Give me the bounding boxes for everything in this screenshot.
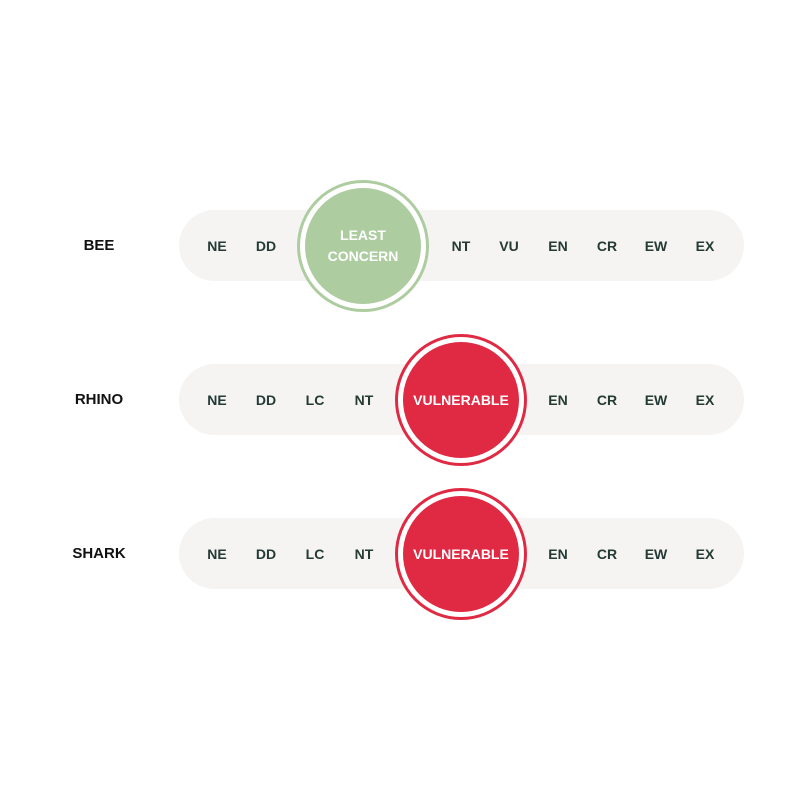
status-code: EX bbox=[695, 392, 715, 408]
current-status-marker: VULNERABLE bbox=[395, 334, 527, 466]
status-code: NT bbox=[451, 238, 471, 254]
current-status-label: VULNERABLE bbox=[413, 545, 509, 562]
status-code: CR bbox=[596, 238, 618, 254]
status-code: NE bbox=[207, 546, 227, 562]
status-code: EN bbox=[548, 238, 568, 254]
animal-name: RHINO bbox=[74, 391, 124, 408]
status-code: EN bbox=[548, 546, 568, 562]
status-code: DD bbox=[255, 546, 277, 562]
status-code: EX bbox=[695, 546, 715, 562]
animal-name: SHARK bbox=[72, 545, 126, 562]
status-row-bee: BEE NE DD NT VU EN CR EW EX LEAST CONCER… bbox=[0, 168, 800, 322]
current-status-fill: VULNERABLE bbox=[403, 342, 519, 458]
current-status-fill: VULNERABLE bbox=[403, 496, 519, 612]
status-row-shark: SHARK NE DD LC NT EN CR EW EX VULNERABLE bbox=[0, 476, 800, 630]
status-code: LC bbox=[305, 392, 325, 408]
current-status-marker: VULNERABLE bbox=[395, 488, 527, 620]
status-code: VU bbox=[499, 238, 519, 254]
animal-name: BEE bbox=[83, 237, 115, 254]
status-code: NT bbox=[354, 392, 374, 408]
status-code: CR bbox=[596, 546, 618, 562]
status-code: NE bbox=[207, 238, 227, 254]
status-code: EW bbox=[644, 546, 668, 562]
status-code: CR bbox=[596, 392, 618, 408]
status-code: EW bbox=[644, 392, 668, 408]
status-code: DD bbox=[255, 392, 277, 408]
status-scale-track bbox=[179, 210, 744, 281]
status-code: EN bbox=[548, 392, 568, 408]
current-status-label: LEAST CONCERN bbox=[327, 227, 399, 264]
status-code: EW bbox=[644, 238, 668, 254]
status-code: NE bbox=[207, 392, 227, 408]
current-status-fill: LEAST CONCERN bbox=[305, 188, 421, 304]
status-row-rhino: RHINO NE DD LC NT EN CR EW EX VULNERABLE bbox=[0, 322, 800, 476]
status-code: NT bbox=[354, 546, 374, 562]
current-status-marker: LEAST CONCERN bbox=[297, 180, 429, 312]
status-code: DD bbox=[255, 238, 277, 254]
current-status-label: VULNERABLE bbox=[413, 391, 509, 408]
status-code: EX bbox=[695, 238, 715, 254]
status-code: LC bbox=[305, 546, 325, 562]
